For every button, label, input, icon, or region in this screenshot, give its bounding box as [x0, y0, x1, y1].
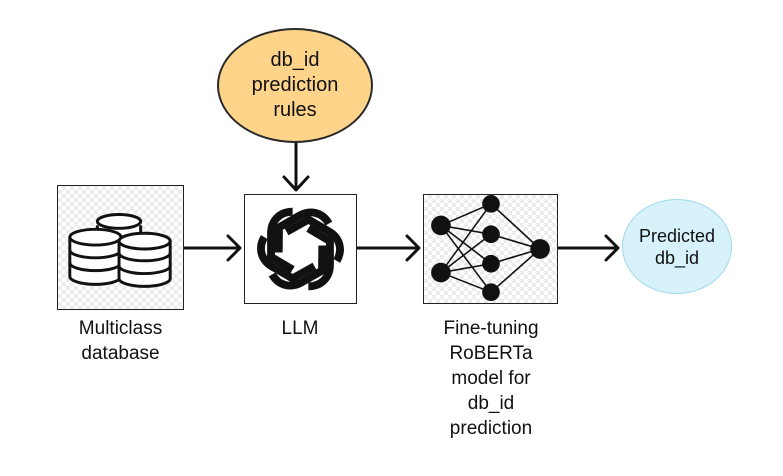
finetune-label-line-4: db_id [467, 393, 515, 414]
finetune-label-line-3: model for [451, 368, 531, 389]
finetune-label-line-2: RoBERTa [449, 343, 533, 364]
finetune-node [423, 194, 558, 304]
arrow-finetune-to-output [556, 234, 620, 262]
rules-line-1: db_id [270, 49, 320, 71]
neural-network-icon [431, 195, 550, 302]
finetune-label-line-1: Fine-tuning [443, 318, 539, 339]
llm-label-line-1: LLM [281, 318, 319, 339]
output-line-2: db_id [654, 247, 700, 268]
database-label: Multiclass database [47, 316, 194, 366]
llm-logo-icon [257, 207, 344, 291]
rules-line-3: rules [273, 99, 317, 121]
finetune-label-line-5: prediction [449, 418, 533, 439]
finetune-label: Fine-tuning RoBERTa model for db_id pred… [420, 316, 562, 441]
rules-line-2: prediction [251, 74, 339, 96]
arrow-database-to-llm [182, 234, 242, 262]
llm-node [244, 194, 357, 304]
arrow-rules-to-llm [282, 141, 310, 192]
database-label-line-1: Multiclass [78, 318, 163, 339]
database-label-line-2: database [81, 343, 160, 364]
rules-node: db_id prediction rules [217, 28, 373, 143]
arrow-llm-to-finetune [355, 234, 421, 262]
output-node: Predicted db_id [622, 199, 732, 294]
database-node [57, 185, 184, 310]
llm-label: LLM [250, 316, 350, 341]
database-icon [68, 213, 172, 288]
output-line-1: Predicted [638, 225, 716, 246]
